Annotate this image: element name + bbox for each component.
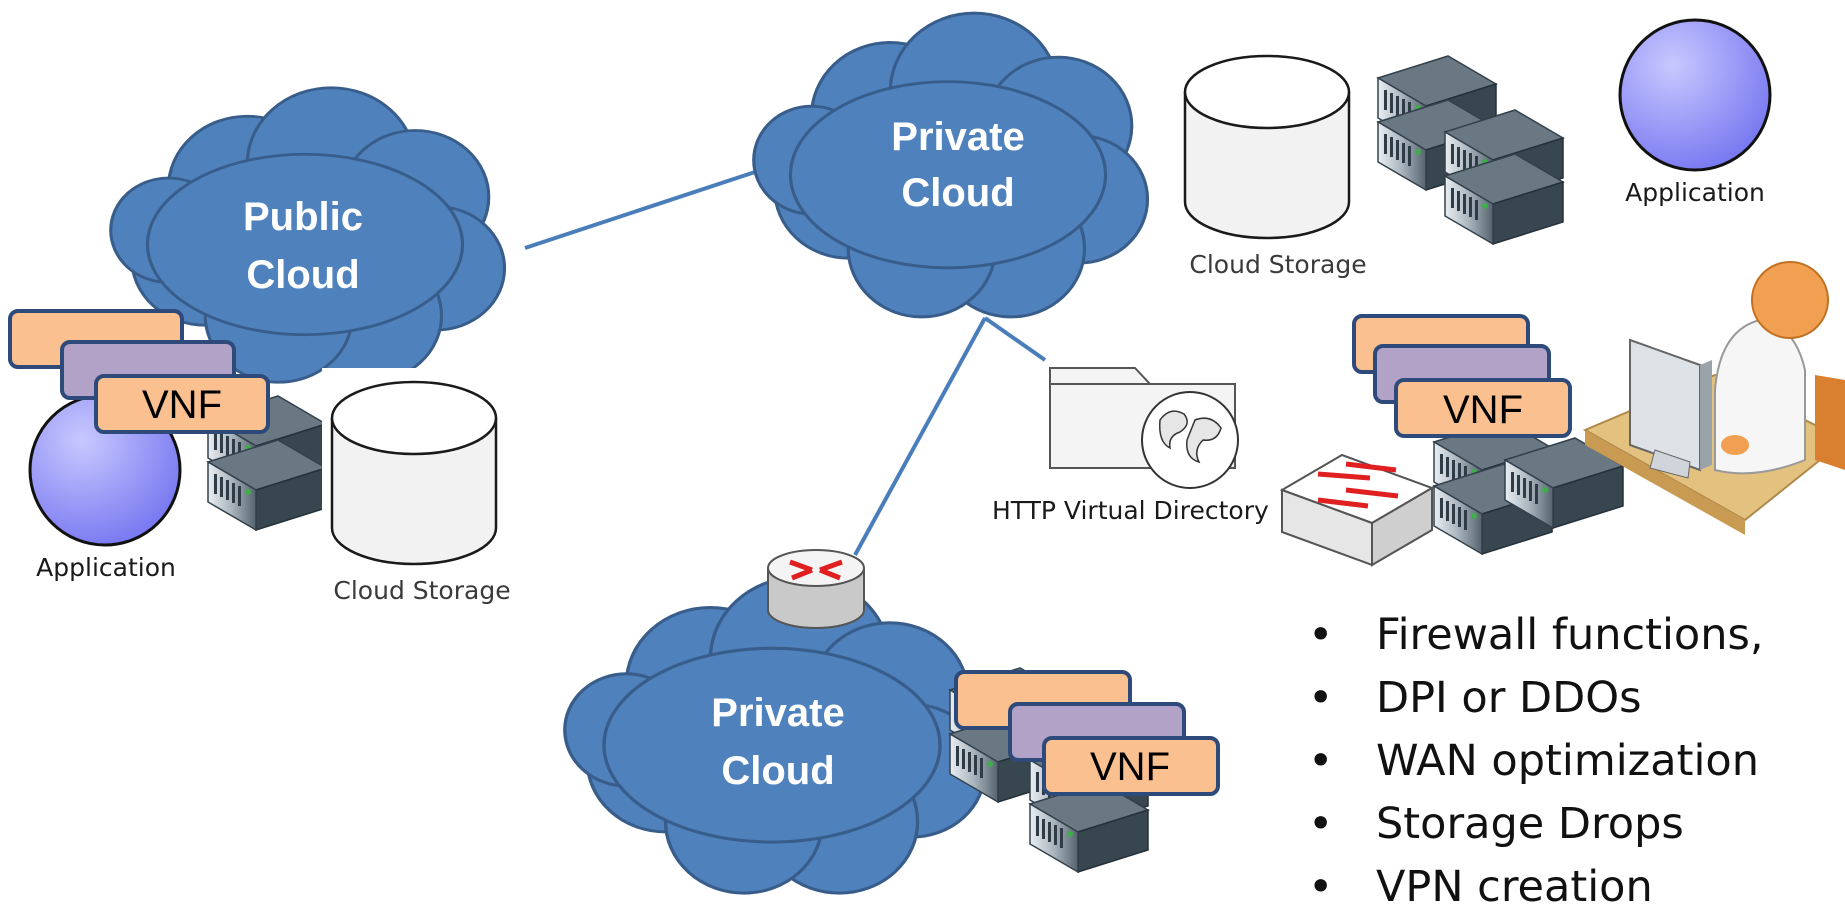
- private-cloud-bottom: Private Cloud: [563, 575, 987, 895]
- bullet-item-firewall: Firewall functions,: [1308, 604, 1828, 667]
- top-cloud-storage: [1180, 45, 1390, 260]
- left-vnf-stack: VNF: [8, 309, 270, 434]
- top-application-label: Application: [1625, 178, 1765, 207]
- public-cloud: Public Cloud: [109, 86, 507, 384]
- bullet-item-vpn: VPN creation: [1308, 856, 1828, 919]
- left-cloud-storage: [322, 368, 527, 578]
- bottom-vnf-label: VNF: [1090, 745, 1170, 789]
- private-cloud-bottom-label-line1: Private: [711, 691, 844, 735]
- http-virtual-directory-icon: [1049, 367, 1239, 489]
- top-server-stack: [1378, 56, 1563, 244]
- right-vnf-label: VNF: [1443, 388, 1523, 432]
- link-public-private-top: [524, 170, 756, 250]
- link-private-top-http: [983, 316, 1047, 362]
- top-cloud-storage-label: Cloud Storage: [1189, 250, 1366, 279]
- private-cloud-top: Private Cloud: [752, 11, 1150, 319]
- left-application-label: Application: [36, 553, 176, 582]
- private-cloud-bottom-label-line2: Cloud: [721, 749, 834, 793]
- vnf-function-list: Firewall functions, DPI or DDOs WAN opti…: [1308, 604, 1828, 919]
- public-cloud-label-line1: Public: [243, 195, 363, 239]
- user-at-desk-icon: [1582, 261, 1845, 535]
- bullet-item-dpi: DPI or DDOs: [1308, 667, 1828, 730]
- private-cloud-top-label-line1: Private: [891, 115, 1024, 159]
- public-cloud-label-line2: Cloud: [246, 253, 359, 297]
- http-virtual-directory-label: HTTP Virtual Directory: [992, 496, 1269, 525]
- bullet-item-wan: WAN optimization: [1308, 730, 1828, 793]
- bullet-item-storage: Storage Drops: [1308, 793, 1828, 856]
- top-application: [1618, 18, 1772, 172]
- private-cloud-top-label-line2: Cloud: [901, 171, 1014, 215]
- switch-icon: [1279, 453, 1435, 567]
- left-vnf-label: VNF: [142, 383, 222, 427]
- bottom-vnf-stack: VNF: [954, 670, 1220, 796]
- right-vnf-stack: VNF: [1352, 314, 1572, 438]
- left-cloud-storage-label: Cloud Storage: [333, 576, 510, 605]
- router-icon: [767, 549, 865, 629]
- link-private-top-private-bottom: [853, 317, 987, 556]
